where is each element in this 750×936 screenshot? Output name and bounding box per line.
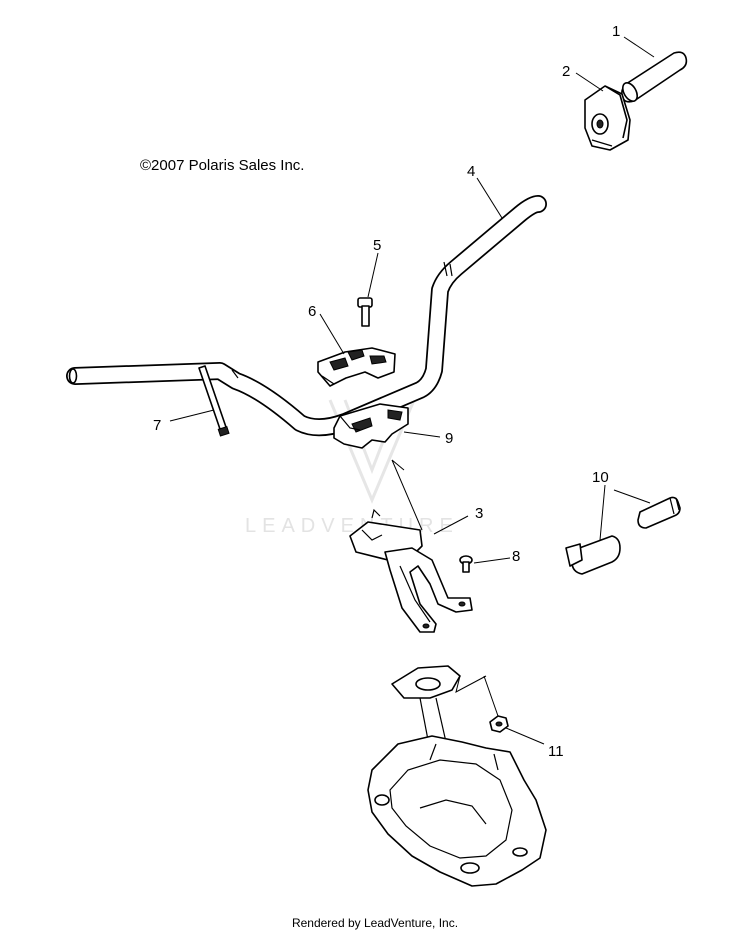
grip-tube-part — [621, 51, 688, 103]
frame-part — [367, 665, 547, 887]
callout-2: 2 — [562, 63, 570, 80]
callout-7: 7 — [153, 417, 161, 434]
callout-10: 10 — [592, 469, 609, 486]
nut-part — [489, 715, 509, 733]
callout-8: 8 — [512, 548, 520, 565]
callout-numbers: 1 2 3 4 5 6 7 8 9 10 11 — [153, 23, 620, 760]
callout-4: 4 — [467, 163, 475, 180]
handlebar-part — [66, 195, 547, 437]
callout-1: 1 — [612, 23, 620, 40]
screw-part — [459, 555, 473, 573]
copyright-text: ©2007 Polaris Sales Inc. — [140, 157, 305, 174]
thumb-throttle-part — [584, 85, 631, 151]
handlebar-mount-part — [349, 508, 473, 633]
callout-11: 11 — [548, 743, 564, 760]
leader-lines — [169, 36, 655, 745]
lower-clamp-part — [333, 403, 409, 449]
bolt-part — [357, 297, 373, 327]
callout-6: 6 — [308, 303, 316, 320]
callout-3: 3 — [475, 505, 483, 522]
grip-set-part — [565, 496, 681, 575]
long-bolt-part — [198, 365, 230, 437]
footer-text: Rendered by LeadVenture, Inc. — [291, 916, 459, 930]
callout-5: 5 — [373, 237, 381, 254]
callout-9: 9 — [445, 430, 453, 447]
upper-clamp-part — [317, 347, 396, 387]
